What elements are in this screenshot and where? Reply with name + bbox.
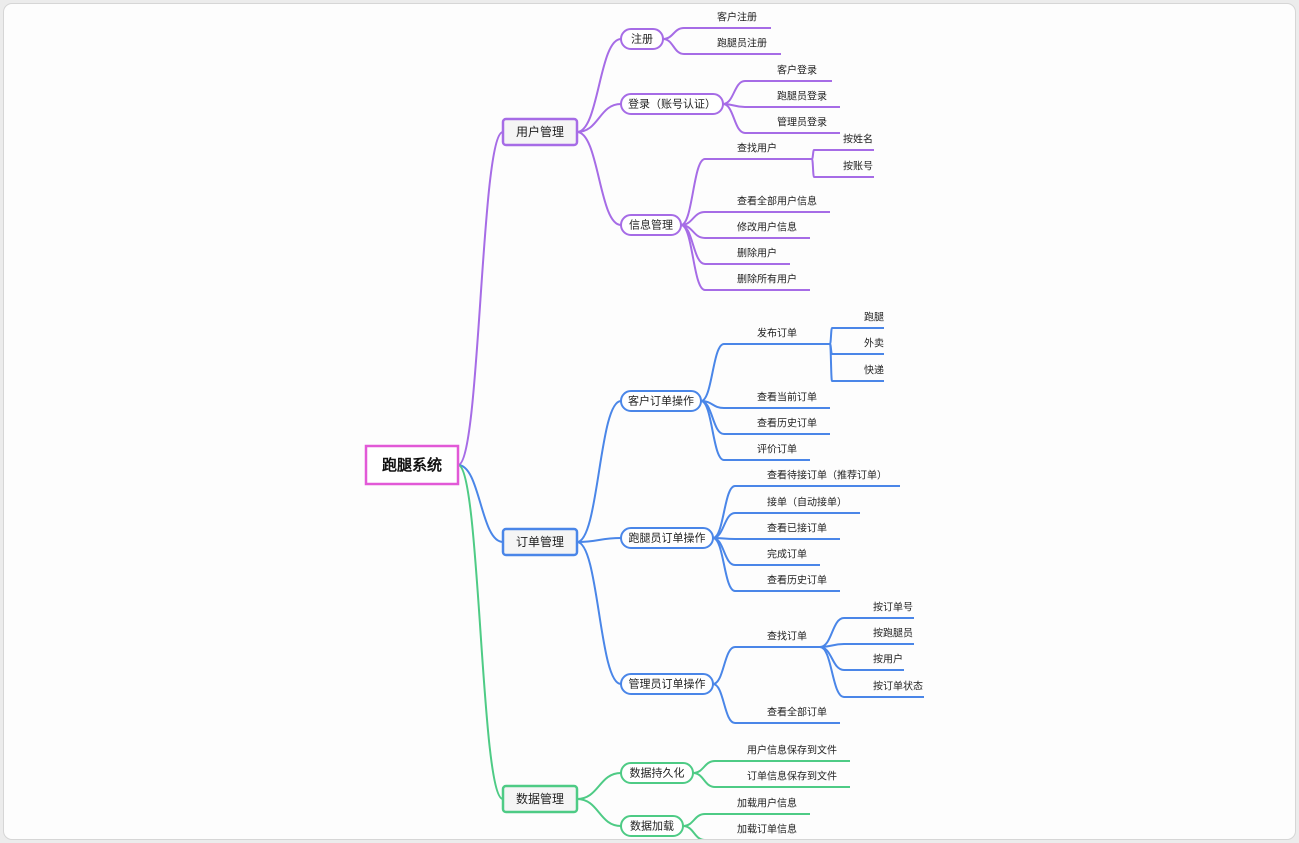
leaf-by-order-no: 按订单号 [873, 601, 913, 614]
leaf-load-user-info: 加载用户信息 [737, 797, 797, 810]
leaf-delete-all-users: 删除所有用户 [737, 273, 797, 286]
connector-leaf-customer-login [722, 80, 746, 105]
connector-node-info-manage [576, 131, 622, 226]
connector-leaf-save-user-info [692, 760, 716, 774]
leaf-customer-login: 客户登录 [777, 64, 817, 77]
connector-leaf-runner-register [662, 38, 685, 55]
leaf-rate-order: 评价订单 [757, 444, 797, 456]
leaf-view-accepted-orders: 查看已接订单 [767, 522, 827, 535]
connector-leaf-customer-register [662, 27, 685, 40]
node-login-label: 登录（账号认证） [628, 97, 716, 111]
connector-leaf-publish-order [700, 343, 725, 402]
node-register-label: 注册 [631, 32, 653, 46]
node-order-management[interactable] [501, 527, 579, 557]
node-customer-orders[interactable] [620, 390, 702, 412]
node-admin-orders-label: 管理员订单操作 [629, 677, 706, 691]
leaf-find-user: 查找用户 [737, 142, 777, 155]
root-node[interactable] [364, 444, 460, 486]
node-data-loading[interactable] [620, 815, 684, 837]
node-user-management[interactable] [501, 117, 579, 147]
connector-node-register [576, 38, 622, 133]
leaf-errand: 跑腿 [864, 311, 884, 324]
connector-root-order [457, 464, 504, 543]
connector-leaf-load-order-info [682, 825, 706, 839]
leaf-runner-history-orders: 查看历史订单 [767, 574, 827, 587]
node-info-manage-label: 信息管理 [629, 218, 673, 232]
leaf-admin-login: 管理员登录 [777, 116, 827, 129]
connector-node-login [576, 103, 622, 133]
connector-leaf-accept-order [712, 512, 736, 539]
leaf-runner-login: 跑腿员登录 [777, 90, 827, 103]
connector-leaf-express [829, 343, 833, 382]
connector-leaf-delete-all-users [680, 224, 706, 291]
leaf-edit-user: 修改用户信息 [737, 221, 797, 234]
connector-leaf-by-order-status [819, 646, 845, 698]
connector-node-data-persistence [576, 772, 622, 800]
leaf-complete-order: 完成订单 [767, 548, 807, 561]
connector-leaf-by-order-no [819, 617, 845, 648]
leaf-by-user: 按用户 [873, 653, 903, 666]
node-admin-orders[interactable] [620, 673, 714, 695]
leaf-by-order-status: 按订单状态 [873, 680, 923, 693]
connector-leaf-runner-history-orders [712, 537, 736, 592]
leaf-by-account: 按账号 [843, 160, 873, 173]
connector-leaf-find-order [712, 646, 736, 685]
mindmap-canvas: 跑腿系统 注册 客户注册跑腿员注册登录（账号认证） 客户登录跑腿员登录管理员登录信息管… [3, 3, 1296, 840]
leaf-delete-user: 删除用户 [737, 247, 777, 260]
node-data-persistence-label: 数据持久化 [630, 766, 685, 780]
connector-leaf-load-user-info [682, 813, 706, 827]
connector-leaf-by-name [811, 149, 815, 160]
leaf-by-runner: 按跑腿员 [873, 627, 913, 640]
connector-leaf-by-account [811, 158, 815, 178]
leaf-load-order-info: 加载订单信息 [737, 823, 797, 836]
node-order-label: 订单管理 [516, 534, 564, 549]
node-login[interactable] [620, 93, 724, 115]
leaf-by-name: 按姓名 [843, 133, 873, 146]
node-user-label: 用户管理 [516, 124, 564, 139]
node-info-manage[interactable] [620, 214, 682, 236]
leaf-takeout: 外卖 [864, 338, 884, 350]
leaf-view-history-orders: 查看历史订单 [757, 417, 817, 430]
connector-leaf-view-all-orders [712, 683, 736, 724]
leaf-save-user-info: 用户信息保存到文件 [747, 744, 837, 757]
node-customer-orders-label: 客户订单操作 [628, 394, 694, 408]
connector-root-data [457, 464, 504, 800]
node-runner-orders[interactable] [620, 527, 714, 549]
root-label: 跑腿系统 [382, 456, 442, 474]
leaf-runner-register: 跑腿员注册 [717, 37, 767, 50]
leaf-view-all-orders: 查看全部订单 [767, 706, 827, 719]
leaf-view-all-users: 查看全部用户信息 [737, 195, 817, 208]
leaf-view-current-orders: 查看当前订单 [757, 391, 817, 404]
node-data-loading-label: 数据加载 [630, 819, 674, 833]
connector-leaf-rate-order [700, 400, 725, 461]
connector-leaf-errand [829, 327, 833, 345]
connector-leaf-admin-login [722, 103, 746, 134]
connector-root-user [457, 131, 504, 466]
node-runner-orders-label: 跑腿员订单操作 [629, 531, 706, 545]
connector-node-admin-orders [576, 541, 622, 685]
connector-node-customer-orders [576, 400, 622, 543]
node-data-persistence[interactable] [620, 762, 694, 784]
connector-layer [457, 27, 924, 839]
connector-leaf-by-user [819, 646, 845, 671]
leaf-save-order-info: 订单信息保存到文件 [747, 770, 837, 783]
leaf-view-pending-orders: 查看待接订单（推荐订单） [767, 469, 887, 482]
leaf-find-order: 查找订单 [767, 630, 807, 643]
leaf-publish-order: 发布订单 [757, 327, 797, 340]
leaf-customer-register: 客户注册 [717, 11, 757, 24]
connector-leaf-save-order-info [692, 772, 716, 788]
node-data-label: 数据管理 [516, 791, 564, 806]
connector-leaf-view-pending-orders [712, 485, 736, 539]
node-data-management[interactable] [501, 784, 579, 814]
node-register[interactable] [620, 28, 664, 50]
connector-node-runner-orders [576, 537, 622, 543]
leaf-express: 快递 [864, 364, 884, 377]
connector-leaf-find-user [680, 158, 706, 226]
connector-node-data-loading [576, 798, 622, 827]
leaf-accept-order: 接单（自动接单） [767, 496, 847, 509]
